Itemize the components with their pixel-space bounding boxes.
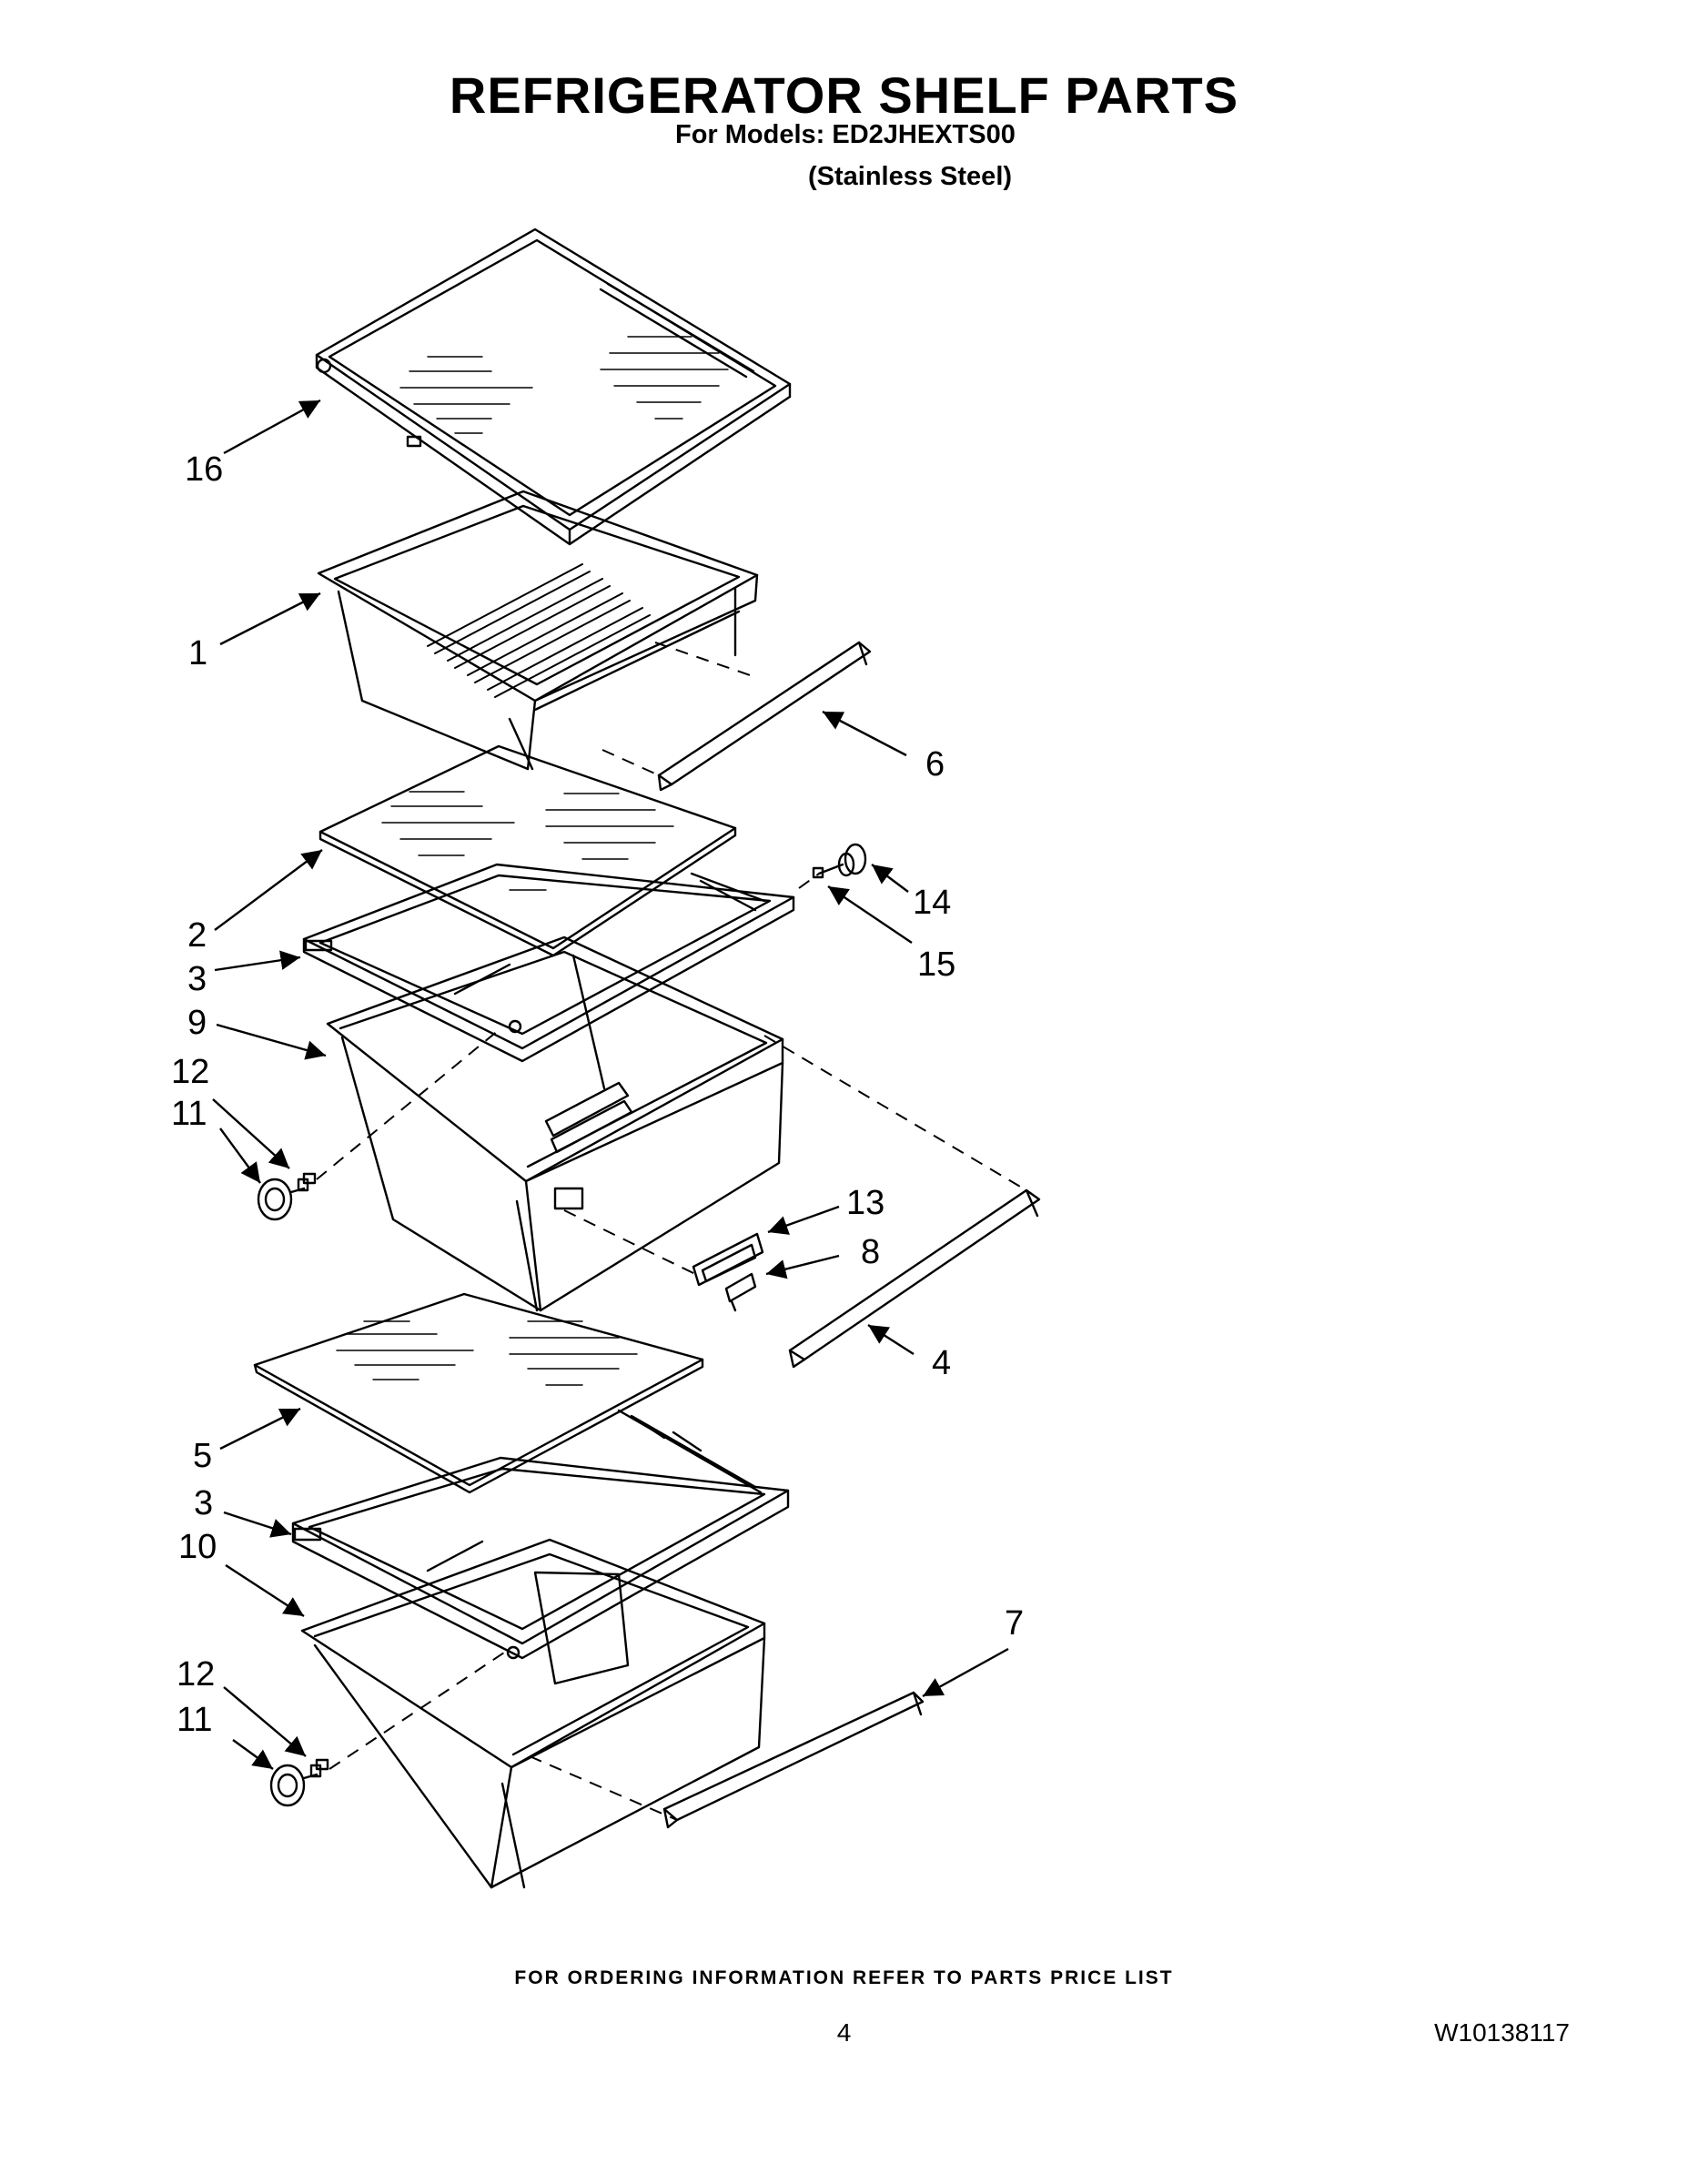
upper-shelf-frame: [302, 863, 795, 1063]
variant-line: (Stainless Steel): [808, 162, 1013, 191]
callout-15: 15: [917, 945, 955, 984]
upper-glass-texture: [381, 791, 674, 891]
callout-12-lower: 12: [177, 1655, 215, 1694]
callout-8: 8: [861, 1233, 880, 1271]
callout-2: 2: [187, 916, 207, 955]
assembly-lines: [316, 642, 1027, 1821]
callout-11-lower: 11: [177, 1701, 212, 1739]
bottom-drawer-trim: [662, 1691, 925, 1829]
bottom-crisper-drawer: [300, 1538, 766, 1889]
callout-labels: 16 1 6 2 3 9 12 11 14 15 13 8 4 5 3 10 7…: [171, 450, 1024, 1739]
callout-3-upper: 3: [187, 960, 207, 998]
callout-1: 1: [188, 634, 207, 672]
top-crisper-ribs: [427, 563, 651, 698]
upper-glass-shelf: [318, 744, 737, 957]
callout-11-upper: 11: [171, 1095, 207, 1133]
callout-9: 9: [187, 1004, 207, 1042]
roller-wheel: [812, 843, 867, 879]
lower-glass-texture: [336, 1320, 638, 1386]
document-number: W10138117: [1434, 2018, 1570, 2047]
lower-shelf-frame: [291, 1409, 790, 1660]
ordering-note: FOR ORDERING INFORMATION REFER TO PARTS …: [514, 1967, 1174, 1988]
left-wheel-lower: [269, 1758, 329, 1807]
page-title: REFRIGERATOR SHELF PARTS: [449, 66, 1239, 124]
callout-4: 4: [932, 1344, 951, 1382]
middle-drawer-trim: [788, 1188, 1041, 1369]
callout-14: 14: [913, 884, 951, 922]
top-bin-trim: [657, 641, 872, 792]
callout-16: 16: [185, 450, 223, 489]
models-line: For Models: ED2JHEXTS00: [675, 120, 1016, 149]
callout-12-upper: 12: [171, 1053, 209, 1091]
callout-6: 6: [925, 745, 945, 784]
callout-5: 5: [193, 1437, 212, 1475]
latch-clip: [692, 1232, 764, 1287]
callout-10: 10: [178, 1528, 217, 1566]
page-number: 4: [836, 2018, 852, 2047]
middle-crisper-drawer: [326, 935, 784, 1312]
leader-arrows: [212, 399, 1009, 1770]
left-wheel-upper: [257, 1172, 317, 1221]
callout-7: 7: [1005, 1604, 1024, 1643]
callout-13: 13: [846, 1184, 884, 1222]
top-crisper-bin: [317, 490, 759, 771]
top-shelf-glass-texture: [399, 336, 729, 434]
lower-glass-shelf: [253, 1292, 704, 1494]
latch-insert: [724, 1272, 757, 1312]
callout-3-lower: 3: [194, 1484, 213, 1522]
top-shelf-assembly: [315, 228, 792, 546]
